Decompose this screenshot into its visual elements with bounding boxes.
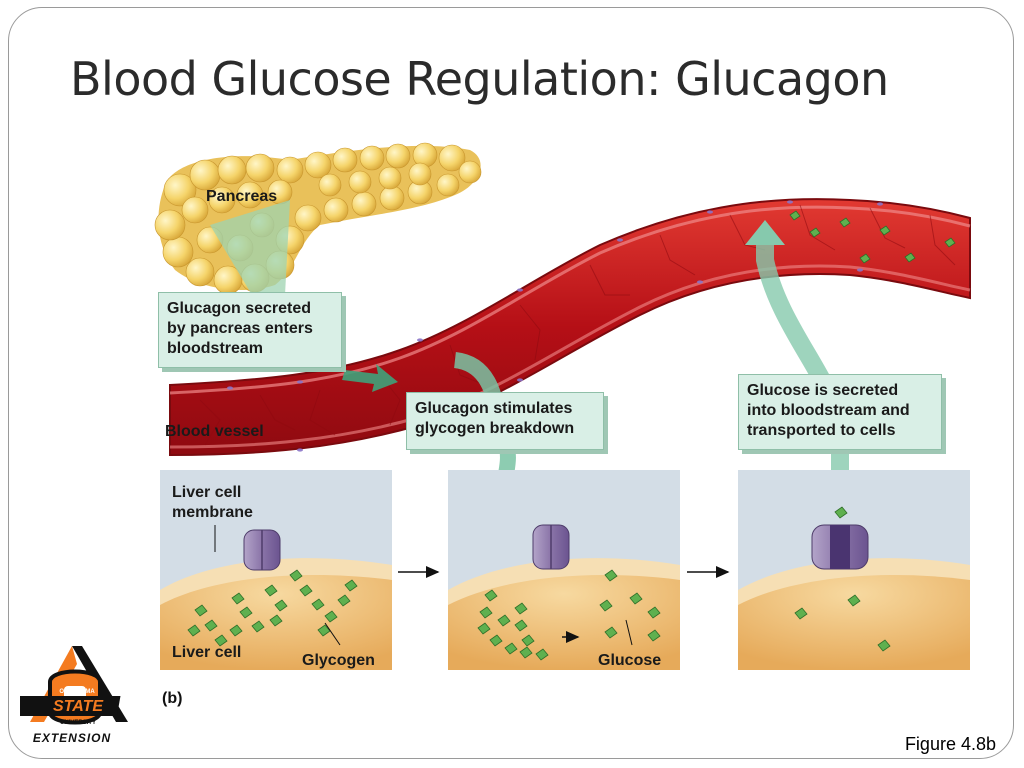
liver-panel-3 xyxy=(738,470,970,670)
glycogen-label: Glycogen xyxy=(302,652,375,669)
callout-line: by pancreas enters xyxy=(167,320,313,337)
logo-text-oklahoma: OKLAHOMA xyxy=(59,689,95,695)
liver-panel-1 xyxy=(160,470,392,670)
liver-cell-membrane-label-line2: membrane xyxy=(172,504,253,521)
blood-vessel-label: Blood vessel xyxy=(165,423,264,440)
callout-line: bloodstream xyxy=(167,340,264,357)
logo-text-university: UNIVERSITY xyxy=(60,720,96,726)
liver-cell-label: Liver cell xyxy=(172,644,241,661)
callout-line: transported to cells xyxy=(747,422,896,439)
glucose-label: Glucose xyxy=(598,652,661,669)
logo-text-extension: EXTENSION xyxy=(33,731,111,745)
callout-glucagon-stimulates: Glucagon stimulates glycogen breakdown xyxy=(406,392,604,450)
callout-line: Glucose is secreted xyxy=(747,382,899,399)
callout-glucose-secreted: Glucose is secreted into bloodstream and… xyxy=(738,374,942,450)
liver-panel-2 xyxy=(448,470,680,670)
callout-line: glycogen breakdown xyxy=(415,420,575,437)
figure-reference: Figure 4.8b xyxy=(904,734,996,754)
osu-extension-logo: OKLAHOMA STATE UNIVERSITY EXTENSION xyxy=(20,646,128,745)
pancreas-illustration xyxy=(154,142,482,300)
callout-line: Glucagon stimulates xyxy=(415,400,573,417)
liver-cell-membrane-label-line1: Liver cell xyxy=(172,484,241,501)
panel-letter: (b) xyxy=(162,690,183,707)
logo-text-state: STATE xyxy=(53,698,104,715)
slide-title: Blood Glucose Regulation: Glucagon xyxy=(70,52,889,106)
callout-glucagon-secreted: Glucagon secreted by pancreas enters blo… xyxy=(158,292,342,368)
callout-line: Glucagon secreted xyxy=(167,300,312,317)
pancreas-label: Pancreas xyxy=(206,188,277,205)
callout-line: into bloodstream and xyxy=(747,402,910,419)
